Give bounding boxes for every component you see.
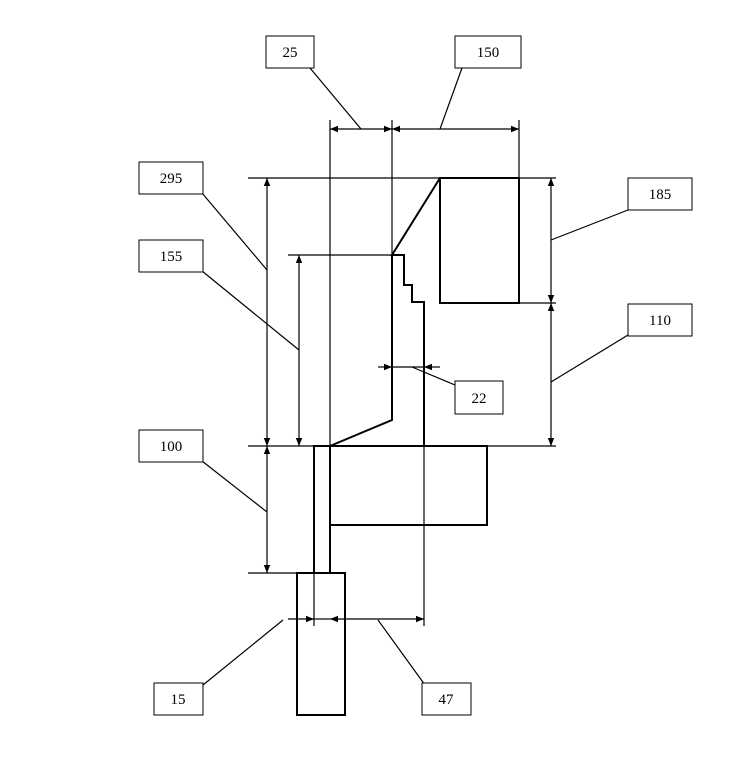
svg-text:100: 100 bbox=[160, 439, 183, 455]
dim-label-295: 295 bbox=[138, 161, 204, 195]
svg-text:47: 47 bbox=[439, 692, 455, 708]
stepped-body-right-edge bbox=[390, 177, 441, 446]
extension-lines bbox=[248, 120, 556, 626]
dim-label-185: 185 bbox=[627, 177, 693, 211]
lower-block bbox=[330, 445, 488, 526]
dim-label-25: 25 bbox=[265, 35, 315, 69]
svg-text:110: 110 bbox=[649, 313, 671, 329]
leader-lines bbox=[201, 67, 629, 686]
dim-label-110: 110 bbox=[627, 303, 693, 337]
stepped-body-left-edge bbox=[329, 255, 393, 447]
svg-text:150: 150 bbox=[477, 45, 500, 61]
shank bbox=[313, 445, 331, 574]
dim-label-100: 100 bbox=[138, 429, 204, 463]
upper-block bbox=[439, 177, 520, 304]
dim-label-15: 15 bbox=[153, 682, 204, 716]
part-outline bbox=[296, 177, 520, 716]
dim-label-47: 47 bbox=[421, 682, 472, 716]
dim-label-22: 22 bbox=[454, 380, 504, 415]
svg-text:25: 25 bbox=[283, 45, 298, 61]
bottom-holder bbox=[296, 572, 346, 716]
dim-label-155: 155 bbox=[138, 239, 204, 273]
svg-text:15: 15 bbox=[171, 692, 186, 708]
dimension-lines bbox=[263, 125, 555, 623]
svg-text:22: 22 bbox=[472, 391, 487, 407]
dim-label-150: 150 bbox=[454, 35, 522, 69]
svg-text:155: 155 bbox=[160, 249, 183, 265]
svg-text:185: 185 bbox=[649, 187, 672, 203]
svg-text:295: 295 bbox=[160, 171, 183, 187]
